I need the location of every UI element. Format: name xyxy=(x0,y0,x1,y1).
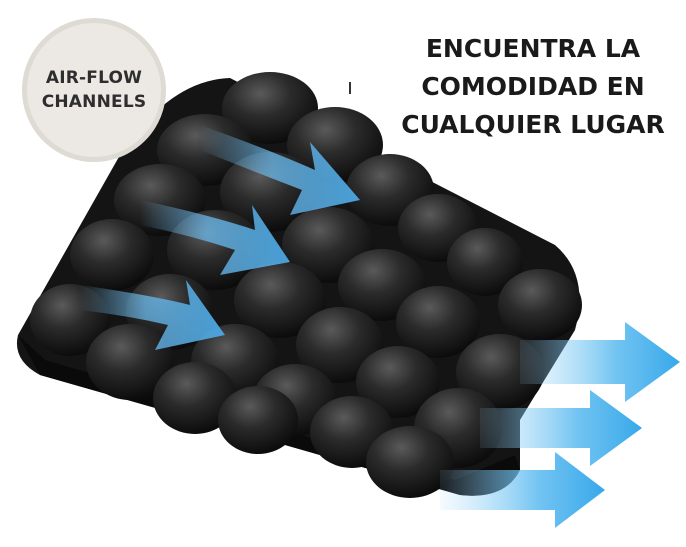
air-flow-badge: AIR-FLOW CHANNELS xyxy=(22,18,166,162)
headline-line-3: CUALQUIER LUGAR xyxy=(401,110,665,139)
air-flow-arrow-icon xyxy=(80,280,225,350)
headline-line-2: COMODIDAD EN xyxy=(421,72,645,101)
air-cells xyxy=(30,72,582,498)
badge-line-2: CHANNELS xyxy=(41,92,147,112)
badge-line-1: AIR-FLOW xyxy=(45,68,143,88)
air-flow-arrows-in xyxy=(80,125,360,350)
air-flow-arrow-icon xyxy=(200,125,360,215)
air-flow-arrow-icon xyxy=(440,452,605,528)
air-flow-arrows-out xyxy=(440,322,680,528)
air-flow-arrow-icon xyxy=(480,390,642,466)
headline: ENCUENTRA LA COMODIDAD EN CUALQUIER LUGA… xyxy=(388,30,678,144)
air-flow-arrow-icon xyxy=(520,322,680,402)
air-flow-arrow-icon xyxy=(140,200,290,275)
headline-line-1: ENCUENTRA LA xyxy=(425,34,641,63)
